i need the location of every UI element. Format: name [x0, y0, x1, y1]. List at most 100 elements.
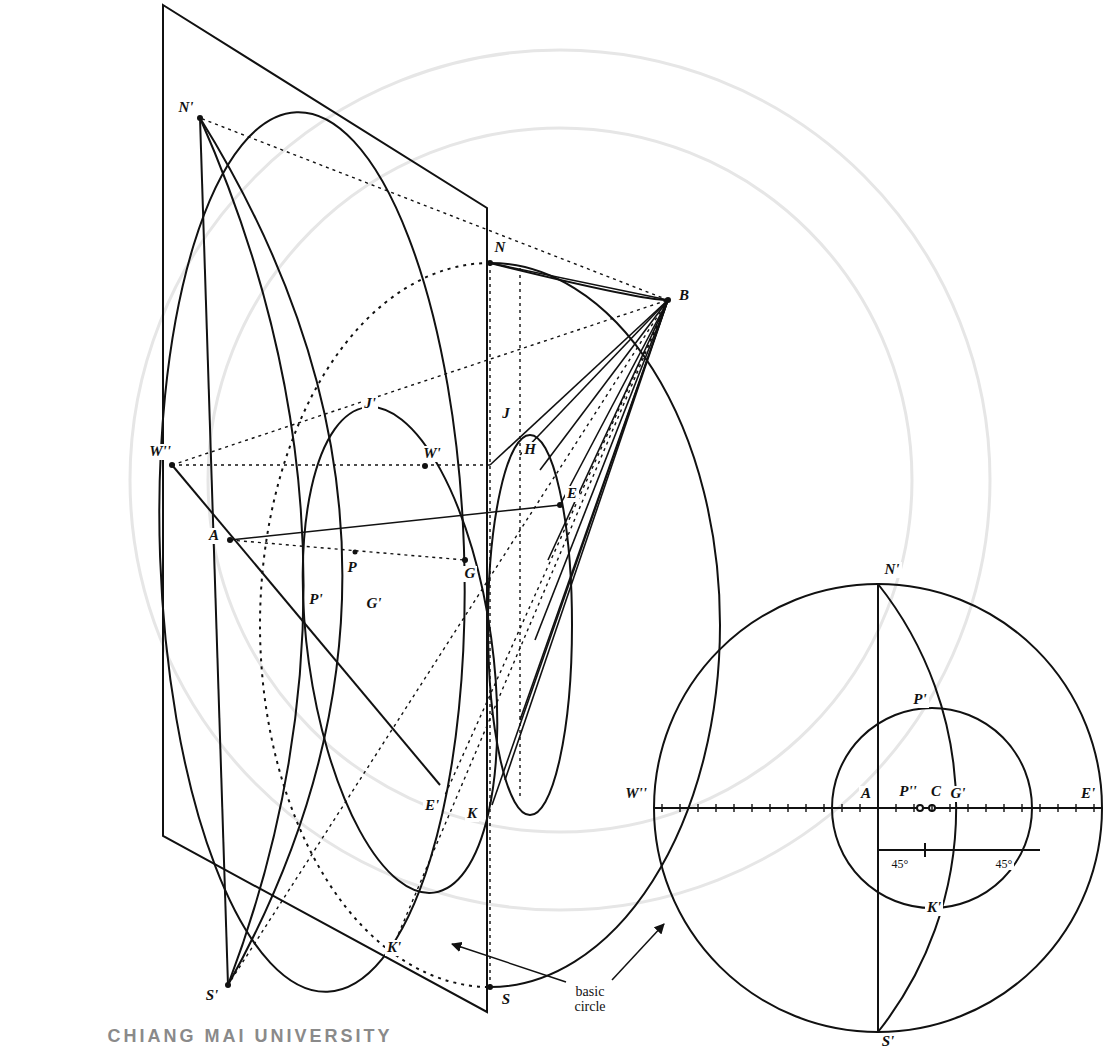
tick-mark [949, 804, 950, 812]
point-label: K [465, 806, 479, 822]
projection-rays [490, 263, 668, 300]
point-label: E' [423, 798, 441, 814]
construction-lines [489, 263, 490, 987]
construction-lines [172, 300, 668, 465]
construction-lines [200, 118, 668, 300]
stereonet [917, 805, 923, 811]
point-dots [225, 982, 231, 988]
projection-rays [535, 300, 668, 640]
watermark-text: CHIANG MAI UNIVERSITY [105, 1027, 394, 1046]
sphere [260, 263, 720, 987]
projected-circles [200, 118, 304, 985]
point-dots [169, 115, 671, 990]
basic-circle-leaders [612, 924, 664, 980]
tick-mark [1003, 804, 1004, 812]
projection-plane [163, 5, 487, 1012]
point-label: N [493, 240, 508, 256]
point-dots [422, 463, 428, 469]
tick-mark [1093, 804, 1094, 812]
tick-mark [805, 804, 806, 812]
point-label: P' [307, 592, 324, 608]
point-label: A [207, 528, 221, 544]
tick-mark [931, 804, 932, 812]
tick-mark [913, 804, 914, 812]
point-label: P'' [897, 784, 919, 800]
tick-mark [1021, 804, 1022, 812]
point-label: H [522, 442, 538, 458]
projected-circles [172, 465, 440, 785]
stereonet [878, 849, 1040, 851]
tick-mark [733, 804, 734, 812]
point-dots [487, 260, 493, 266]
tick-mark [697, 804, 698, 812]
tick-mark [1057, 804, 1058, 812]
projected-circles [145, 107, 525, 997]
point-label: B [677, 288, 691, 304]
point-label: S' [204, 988, 221, 1004]
stereonet [929, 805, 935, 811]
point-label: 45° [890, 858, 911, 871]
stereonet [924, 843, 926, 857]
tick-mark [715, 804, 716, 812]
note-label: basic circle [562, 985, 618, 1014]
point-label: J [500, 406, 512, 422]
projection-rays [540, 300, 668, 470]
point-dots [487, 984, 493, 990]
construction-lines [228, 300, 668, 985]
tick-mark [1075, 804, 1076, 812]
tick-mark [787, 804, 788, 812]
projection-plane [163, 5, 487, 1012]
tick-mark [985, 804, 986, 812]
tick-mark [823, 804, 824, 812]
basic-circle-leaders [452, 924, 664, 982]
point-label: E' [1079, 786, 1097, 802]
projection-rays [520, 300, 668, 455]
projection-rays [560, 300, 668, 505]
point-dots [462, 557, 468, 563]
point-label: W'' [147, 444, 173, 460]
sphere [490, 263, 720, 987]
point-dots [169, 462, 175, 468]
point-label: G [463, 566, 478, 582]
point-label: P [345, 560, 358, 576]
tick-mark [769, 804, 770, 812]
point-label: A [859, 786, 873, 802]
point-label: W'' [623, 786, 649, 802]
point-label: 45° [994, 858, 1015, 871]
stereonet [654, 584, 1102, 1032]
basic-circle-leaders [452, 944, 566, 982]
construction-lines [519, 268, 520, 800]
stereonet [832, 708, 1032, 908]
point-dots [353, 550, 358, 555]
tick-mark [679, 804, 680, 812]
construction-lines [172, 464, 490, 465]
point-label: K' [925, 900, 943, 916]
point-label: W' [421, 446, 443, 462]
sphere [488, 435, 572, 815]
point-dots [665, 297, 671, 303]
tick-mark [895, 804, 896, 812]
projected-circles [200, 118, 228, 985]
seal-watermark [130, 50, 990, 910]
tick-mark [1039, 804, 1040, 812]
point-dots [227, 537, 233, 543]
projection-rays [230, 505, 560, 540]
stereonet [877, 584, 879, 1032]
tick-mark [661, 804, 662, 812]
construction-lines [230, 540, 465, 560]
tick-mark [751, 804, 752, 812]
tick-mark [841, 804, 842, 812]
projected-circles [145, 107, 480, 997]
point-dots [557, 502, 563, 508]
construction-lines [398, 300, 668, 935]
point-label: P' [911, 692, 928, 708]
construction-lines [445, 300, 668, 795]
point-label: N' [177, 100, 196, 116]
tick-mark [967, 804, 968, 812]
projected-circles [200, 118, 342, 985]
point-label: J' [362, 396, 378, 412]
point-dots [197, 115, 203, 121]
projection-rays [230, 263, 668, 805]
